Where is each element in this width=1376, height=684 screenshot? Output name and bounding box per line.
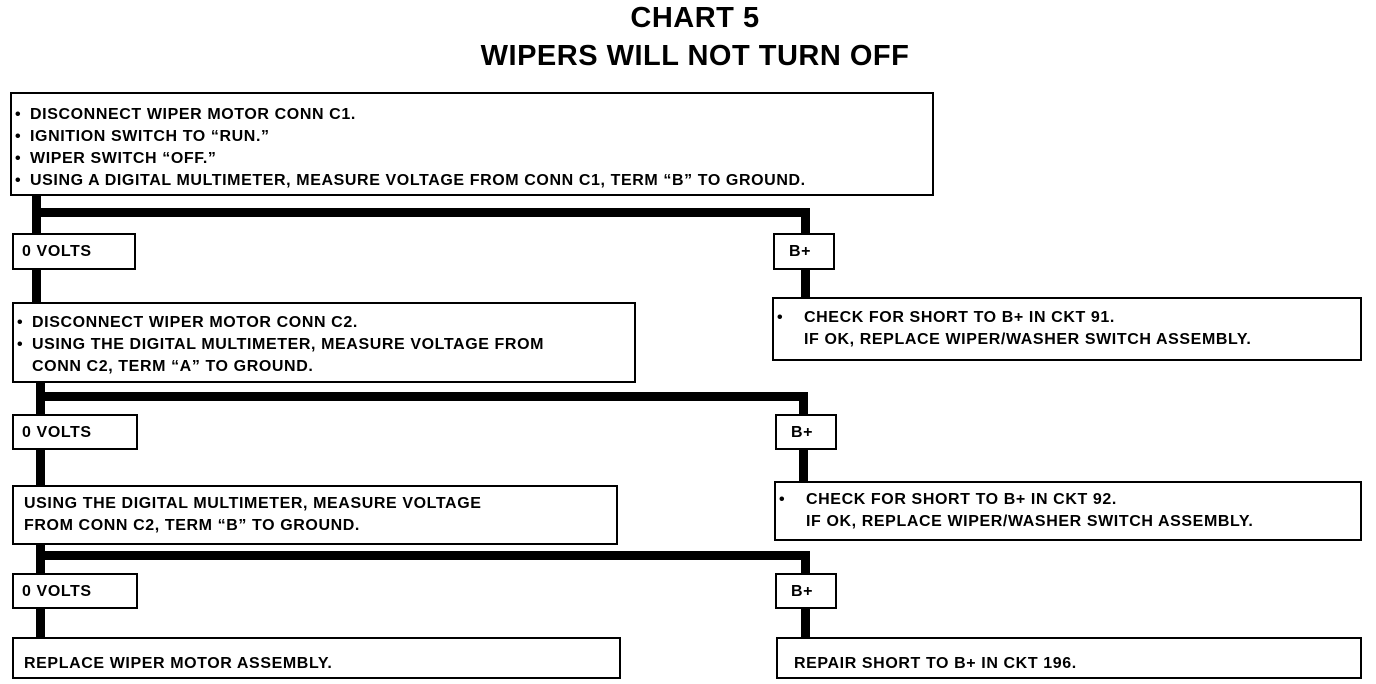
step2-item: CONN C2, TERM “A” TO GROUND. [32,358,314,375]
branch3-right-label: B+ [775,573,837,609]
action1-item: CHECK FOR SHORT TO B+ IN CKT 91. [774,307,1360,329]
connector-line [36,392,808,401]
step3-item: USING THE DIGITAL MULTIMETER, MEASURE VO… [24,495,482,512]
step3-item: FROM CONN C2, TERM “B” TO GROUND. [24,517,360,534]
action1-box: CHECK FOR SHORT TO B+ IN CKT 91. IF OK, … [772,297,1362,361]
result-left-box: REPLACE WIPER MOTOR ASSEMBLY. [12,637,621,679]
branch2-left-label: 0 VOLTS [12,414,138,450]
branch1-left-label: 0 VOLTS [12,233,136,270]
step1-box: DISCONNECT WIPER MOTOR CONN C1. IGNITION… [10,92,934,196]
step1-item: WIPER SWITCH “OFF.” [12,148,932,170]
chart-subtitle: WIPERS WILL NOT TURN OFF [480,40,910,72]
action1-item: IF OK, REPLACE WIPER/WASHER SWITCH ASSEM… [804,331,1252,348]
connector-line [36,551,810,560]
action2-item: IF OK, REPLACE WIPER/WASHER SWITCH ASSEM… [806,513,1254,530]
step2-item: DISCONNECT WIPER MOTOR CONN C2. [14,312,634,334]
action2-box: CHECK FOR SHORT TO B+ IN CKT 92. IF OK, … [774,481,1362,541]
step1-item: IGNITION SWITCH TO “RUN.” [12,126,932,148]
step2-item: USING THE DIGITAL MULTIMETER, MEASURE VO… [14,334,634,356]
branch2-right-label: B+ [775,414,837,450]
step1-item: DISCONNECT WIPER MOTOR CONN C1. [12,104,932,126]
connector-line [32,208,810,217]
result-right-box: REPAIR SHORT TO B+ IN CKT 196. [776,637,1362,679]
step2-box: DISCONNECT WIPER MOTOR CONN C2. USING TH… [12,302,636,383]
action2-item: CHECK FOR SHORT TO B+ IN CKT 92. [776,489,1360,511]
chart-title: CHART 5 [630,2,760,34]
branch1-right-label: B+ [773,233,835,270]
step1-item: USING A DIGITAL MULTIMETER, MEASURE VOLT… [12,170,932,192]
step3-box: USING THE DIGITAL MULTIMETER, MEASURE VO… [12,485,618,545]
branch3-left-label: 0 VOLTS [12,573,138,609]
